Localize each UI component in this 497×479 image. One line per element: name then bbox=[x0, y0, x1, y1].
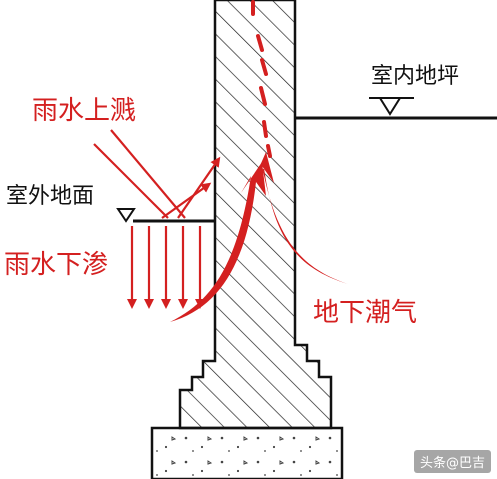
rain-seep-arrows bbox=[127, 226, 205, 309]
outdoor-ground-label: 室外地面 bbox=[6, 184, 95, 209]
ground-moisture-label: 地下潮气 bbox=[313, 298, 418, 328]
wall-moisture-dashes bbox=[251, 0, 272, 158]
watermark: 头条@巴吉 bbox=[413, 450, 491, 473]
foundation-pad bbox=[150, 426, 344, 479]
outdoor-ground-line bbox=[116, 208, 215, 223]
wall-section bbox=[178, 0, 333, 430]
ground-moisture-arrows bbox=[170, 152, 348, 322]
rain-seep-label: 雨水下渗 bbox=[4, 250, 109, 280]
indoor-floor-line bbox=[295, 97, 497, 120]
indoor-floor-label: 室内地坪 bbox=[371, 64, 460, 89]
rain-splash-arrows bbox=[93, 129, 221, 219]
rain-splash-label: 雨水上溅 bbox=[32, 96, 137, 126]
